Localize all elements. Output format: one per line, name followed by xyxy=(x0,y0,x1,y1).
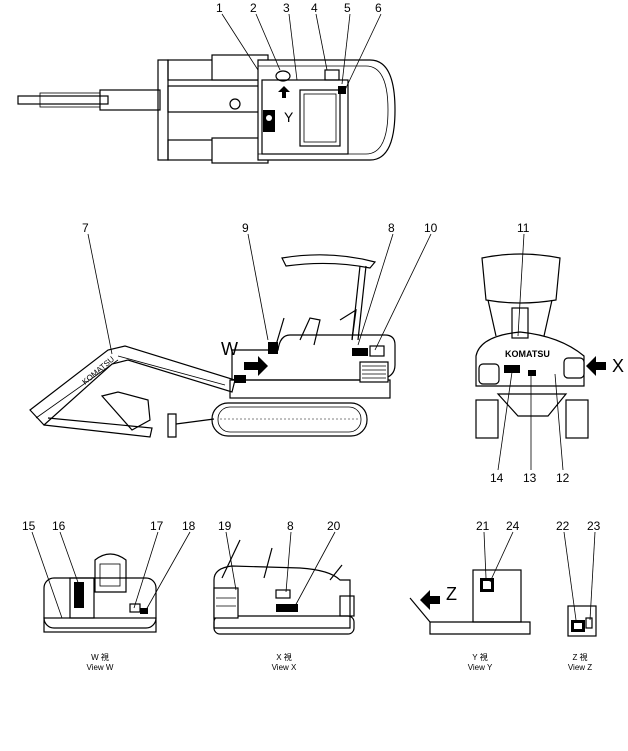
callout-14: 14 xyxy=(490,471,504,485)
view-letter-x: X xyxy=(612,356,624,376)
callout-8b: 8 xyxy=(287,519,294,533)
callout-17: 17 xyxy=(150,519,164,533)
callout-9: 9 xyxy=(242,221,249,235)
callout-24: 24 xyxy=(506,519,520,533)
callout-6: 6 xyxy=(375,1,382,15)
view-z-leaders xyxy=(563,531,596,621)
svg-text:KOMATSU: KOMATSU xyxy=(81,354,117,386)
view-w-drawing xyxy=(43,553,157,633)
callout-2: 2 xyxy=(250,1,257,15)
callout-11: 11 xyxy=(517,221,530,235)
callout-23: 23 xyxy=(587,519,601,533)
view-y-leaders xyxy=(483,531,514,583)
callout-16: 16 xyxy=(52,519,66,533)
callout-7: 7 xyxy=(82,221,89,235)
callout-20: 20 xyxy=(327,519,341,533)
side-view-drawing: KOMATSU xyxy=(29,254,396,438)
view-z-caption-jp: Z 視 xyxy=(572,653,587,662)
view-w-leaders xyxy=(31,531,191,619)
callout-4: 4 xyxy=(311,1,318,15)
callout-12: 12 xyxy=(556,471,570,485)
view-letter-w: W xyxy=(221,339,238,359)
view-captions: W 視 View W X 視 View X Y 視 View Y Z 視 Vie… xyxy=(87,653,593,672)
view-z-drawing xyxy=(567,605,597,637)
callout-21: 21 xyxy=(476,519,490,533)
rear-view-leaders xyxy=(497,233,564,471)
callout-19: 19 xyxy=(218,519,232,533)
callout-22: 22 xyxy=(556,519,570,533)
view-x-leaders xyxy=(225,531,336,609)
view-z-caption: View Z xyxy=(568,663,592,672)
svg-text:Y: Y xyxy=(284,109,294,125)
callout-13: 13 xyxy=(523,471,537,485)
view-y-drawing xyxy=(409,569,531,635)
top-view-drawing: Y xyxy=(17,54,396,164)
rear-view-drawing xyxy=(475,253,606,439)
brand-label: KOMATSU xyxy=(505,349,550,359)
view-x-caption: View X xyxy=(272,663,297,672)
side-view-leaders xyxy=(87,233,432,355)
callout-numbers: 1 2 3 4 5 6 7 9 8 10 11 14 13 12 15 16 1… xyxy=(22,1,601,533)
view-y-caption-jp: Y 視 xyxy=(472,653,487,662)
view-w-caption-jp: W 視 xyxy=(91,653,109,662)
view-y-caption: View Y xyxy=(468,663,493,672)
view-x-drawing xyxy=(213,539,355,635)
callout-5: 5 xyxy=(344,1,351,15)
callout-1: 1 xyxy=(216,1,223,15)
view-letter-z: Z xyxy=(446,584,457,604)
callout-8: 8 xyxy=(388,221,395,235)
view-w-caption: View W xyxy=(87,663,114,672)
callout-3: 3 xyxy=(283,1,290,15)
callout-10: 10 xyxy=(424,221,438,235)
top-view-leaders xyxy=(221,13,382,91)
callout-15: 15 xyxy=(22,519,36,533)
callout-18: 18 xyxy=(182,519,196,533)
view-x-caption-jp: X 視 xyxy=(276,653,292,662)
